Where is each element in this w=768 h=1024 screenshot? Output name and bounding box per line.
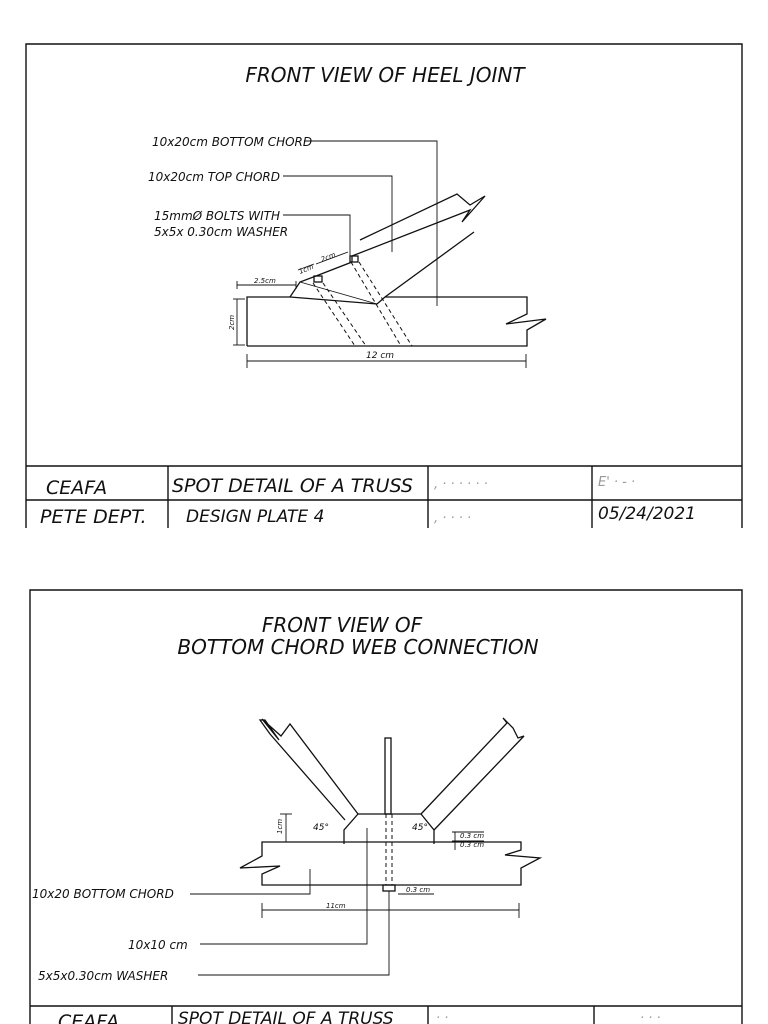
heel-joint-title: FRONT VIEW OF HEEL JOINT bbox=[245, 63, 526, 87]
dim-2-5cm-text: 2.5cm bbox=[254, 277, 276, 285]
tb2-org: CEAFA bbox=[58, 1011, 119, 1024]
leader-bolts bbox=[283, 214, 351, 256]
tb2-faint-1: · · bbox=[436, 1011, 448, 1024]
dim-0-3-a-text: 0.3 cm bbox=[460, 832, 484, 840]
label-bottom-chord-2: 10x20 BOTTOM CHORD bbox=[32, 887, 174, 901]
heel-joint-drawing: FRONT VIEW OF HEEL JOINT 10x20cm BOTTOM … bbox=[25, 43, 743, 528]
angle-right-text: 45° bbox=[412, 823, 428, 833]
dim-1cm-text-2: 1cm bbox=[276, 819, 284, 834]
label-bolts-2: 5x5x 0.30cm WASHER bbox=[154, 225, 288, 239]
washer-2 bbox=[349, 255, 359, 263]
leader-bottom-chord bbox=[304, 140, 438, 306]
left-web bbox=[258, 718, 359, 821]
dim-0-3-b-text: 0.3 cm bbox=[460, 841, 484, 849]
heel-cut-line bbox=[299, 281, 378, 305]
web-connection-drawing: FRONT VIEW OF BOTTOM CHORD WEB CONNECTIO… bbox=[29, 589, 743, 1024]
top-chord-upper bbox=[289, 193, 486, 298]
web-title-line-2: BOTTOM CHORD WEB CONNECTION bbox=[177, 635, 538, 659]
tb-project: SPOT DETAIL OF A TRUSS bbox=[172, 475, 413, 497]
tb2-project: SPOT DETAIL OF A TRUSS bbox=[178, 1009, 394, 1024]
label-bolts-1: 15mmØ BOLTS WITH bbox=[154, 209, 280, 223]
label-top-chord: 10x20cm TOP CHORD bbox=[148, 170, 280, 184]
drawing-sheet-heel-joint: FRONT VIEW OF HEEL JOINT 10x20cm BOTTOM … bbox=[25, 43, 743, 528]
sheet2-frame bbox=[29, 589, 743, 1024]
dim-1cm-text: 1cm bbox=[298, 263, 315, 276]
label-post: 10x10 cm bbox=[128, 938, 188, 952]
bottom-chord-body bbox=[247, 296, 547, 347]
leader-top-chord bbox=[283, 175, 393, 252]
leader-bottom-chord-2 bbox=[190, 869, 311, 895]
angle-left-text: 45° bbox=[313, 823, 329, 833]
label-washer: 5x5x0.30cm WASHER bbox=[38, 969, 168, 983]
bolt-1-line-a bbox=[312, 282, 356, 347]
dim-2cm-side-text: 2cm bbox=[228, 315, 236, 330]
bottom-chord-2 bbox=[239, 841, 543, 886]
tb-plate: DESIGN PLATE 4 bbox=[186, 507, 324, 527]
leader-post bbox=[200, 828, 368, 945]
leader-washer bbox=[198, 891, 390, 976]
web-title-line-1: FRONT VIEW OF bbox=[262, 613, 423, 637]
dim-12cm-text: 12 cm bbox=[366, 351, 394, 361]
tb-faint-2: E' · - · bbox=[598, 475, 635, 490]
bolt-2-line-b bbox=[358, 261, 413, 347]
tb-org: CEAFA bbox=[46, 477, 107, 499]
dim-11cm-text: 11cm bbox=[326, 902, 346, 910]
dim-2cm-line bbox=[315, 251, 349, 265]
tb-date: 05/24/2021 bbox=[598, 504, 696, 524]
tb-faint-3: , · · · · bbox=[434, 511, 471, 526]
dim-0-3-c-text: 0.3 cm bbox=[406, 886, 430, 894]
washer-bottom bbox=[382, 884, 396, 892]
bolt-1-line-b bbox=[322, 282, 367, 347]
washer-1 bbox=[313, 275, 323, 283]
drawing-sheet-web-connection: FRONT VIEW OF BOTTOM CHORD WEB CONNECTIO… bbox=[0, 588, 768, 1024]
bolt-2-line-a bbox=[350, 261, 402, 347]
right-web bbox=[420, 717, 525, 831]
top-chord-lower bbox=[289, 231, 475, 305]
tb2-faint-2: · · · bbox=[640, 1011, 661, 1024]
vertical-post bbox=[384, 737, 392, 815]
dim-1cm-line bbox=[297, 263, 315, 271]
label-bottom-chord: 10x20cm BOTTOM CHORD bbox=[152, 135, 312, 149]
tb-dept: PETE DEPT. bbox=[40, 506, 147, 528]
sheet1-frame bbox=[25, 43, 743, 528]
bottom-chord-left bbox=[246, 296, 290, 346]
tb-faint-1: , · · · · · · bbox=[434, 477, 488, 492]
dim-2cm-top-text: 2cm bbox=[320, 251, 337, 264]
